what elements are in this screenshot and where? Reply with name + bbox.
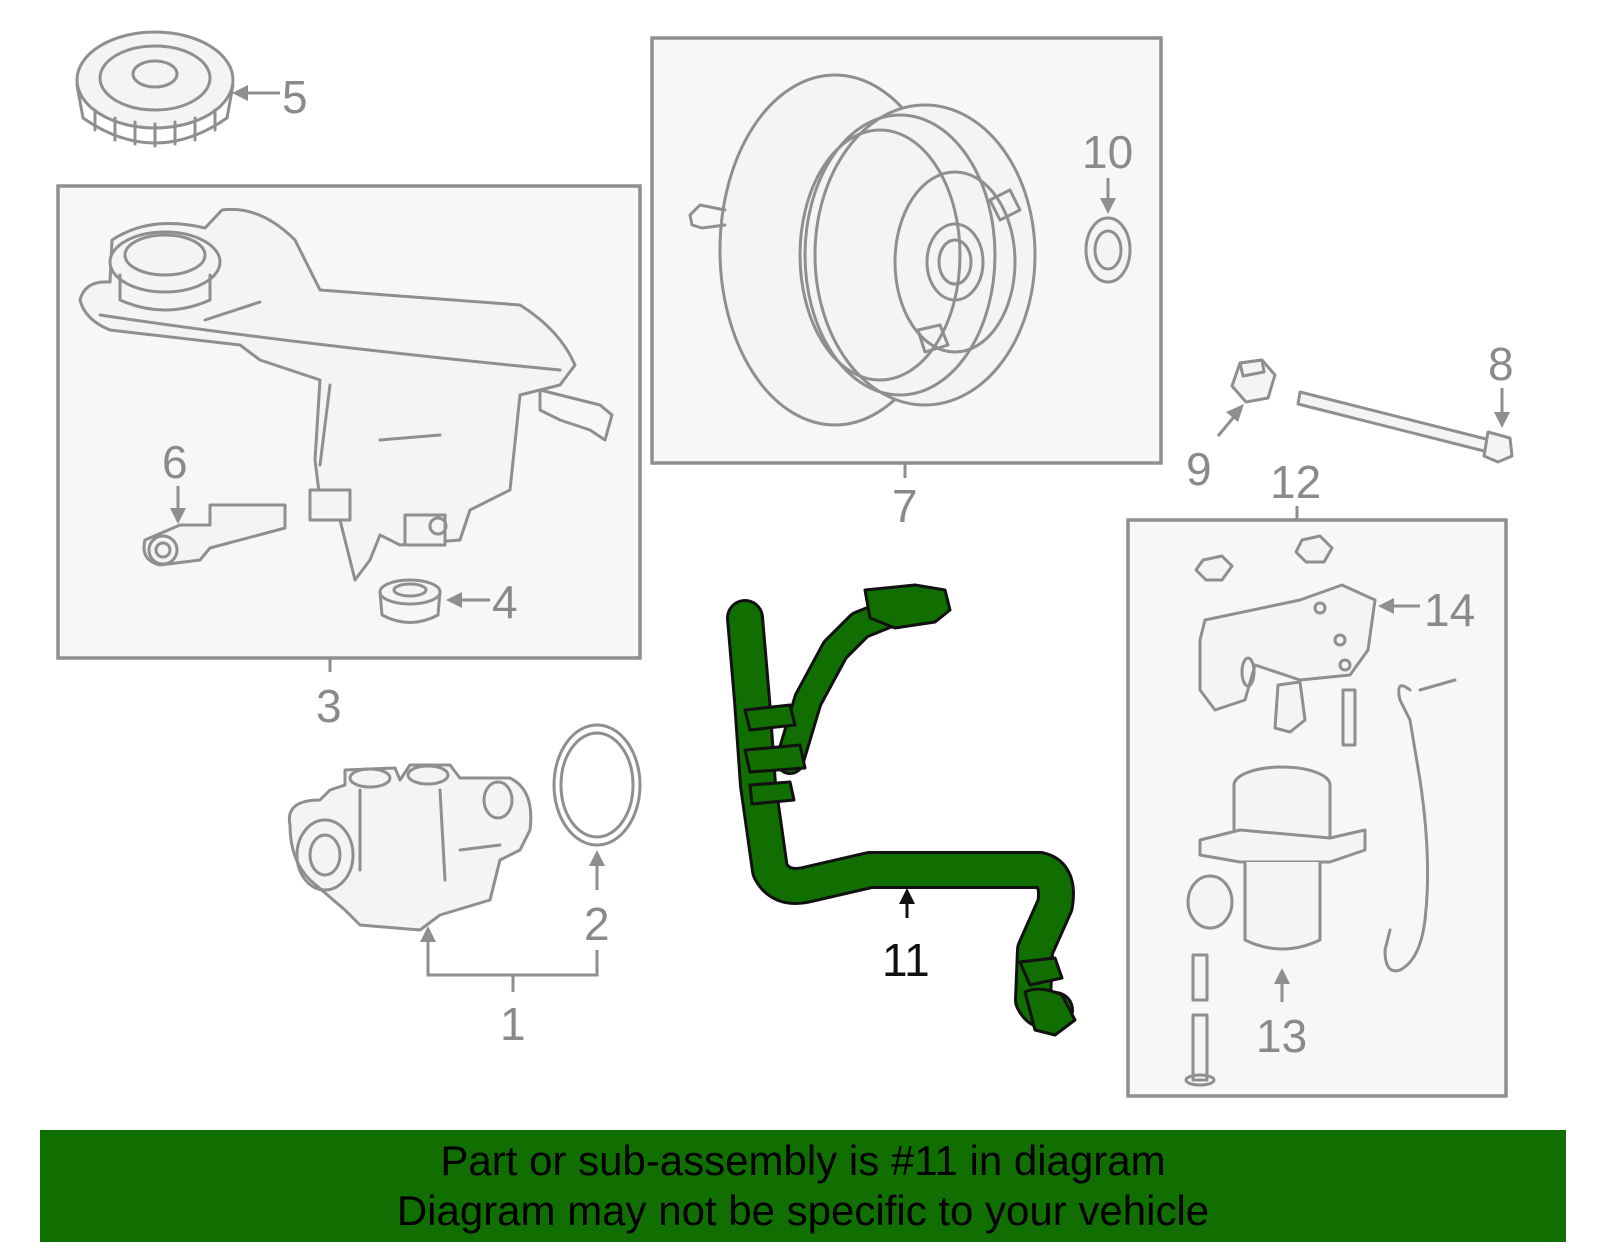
parts-diagram: 5 6 4 3 <box>56 30 1514 1098</box>
part-4-grommet[interactable] <box>378 578 442 624</box>
callout-label-13: 13 <box>1256 1010 1307 1062</box>
part-11-vacuum-hose[interactable] <box>726 583 1077 1037</box>
callout-6: 6 <box>162 436 188 524</box>
banner-line-2: Diagram may not be specific to your vehi… <box>396 1187 1210 1234</box>
callout-2: 2 <box>584 850 610 950</box>
part-14-bracket[interactable] <box>1194 534 1377 712</box>
callout-label-11: 11 <box>882 934 930 986</box>
part-3-reservoir[interactable] <box>78 207 614 582</box>
callout-label-7: 7 <box>892 480 918 532</box>
callout-label-6: 6 <box>162 436 188 488</box>
callout-11: 11 <box>882 888 930 986</box>
part-10-seal[interactable] <box>1084 216 1132 284</box>
callout-12: 12 <box>1270 456 1321 520</box>
callout-label-4: 4 <box>492 576 518 628</box>
part-9-nut[interactable] <box>1230 358 1277 404</box>
callout-8: 8 <box>1488 338 1514 428</box>
callout-1: 1 <box>420 926 599 1050</box>
callout-label-10: 10 <box>1082 126 1133 178</box>
callout-label-2: 2 <box>584 898 610 950</box>
callout-5: 5 <box>232 71 308 123</box>
part-13-vacuum-pump[interactable] <box>1184 678 1457 1087</box>
callout-13: 13 <box>1256 968 1307 1062</box>
part-2-o-ring[interactable] <box>552 723 642 847</box>
callout-label-12: 12 <box>1270 456 1321 508</box>
callout-14: 14 <box>1378 584 1475 636</box>
part-5-reservoir-cap[interactable] <box>75 30 235 148</box>
callout-label-14: 14 <box>1424 584 1475 636</box>
callout-label-8: 8 <box>1488 338 1514 390</box>
callout-label-1: 1 <box>500 998 526 1050</box>
part-7-brake-booster[interactable] <box>688 73 1037 427</box>
part-8-bolt[interactable] <box>1296 390 1514 464</box>
callout-10: 10 <box>1082 126 1133 214</box>
callout-3: 3 <box>316 658 342 732</box>
callout-label-3: 3 <box>316 680 342 732</box>
callout-7: 7 <box>892 463 918 532</box>
part-6-sensor[interactable] <box>142 503 287 567</box>
callout-label-9: 9 <box>1186 443 1212 495</box>
part-1-master-cylinder[interactable] <box>287 763 533 932</box>
banner-line-1: Part or sub-assembly is #11 in diagram <box>440 1137 1166 1184</box>
callout-4: 4 <box>446 576 518 628</box>
callout-label-5: 5 <box>282 71 308 123</box>
info-banner: Part or sub-assembly is #11 in diagram D… <box>40 1130 1566 1242</box>
callout-9: 9 <box>1186 404 1244 495</box>
